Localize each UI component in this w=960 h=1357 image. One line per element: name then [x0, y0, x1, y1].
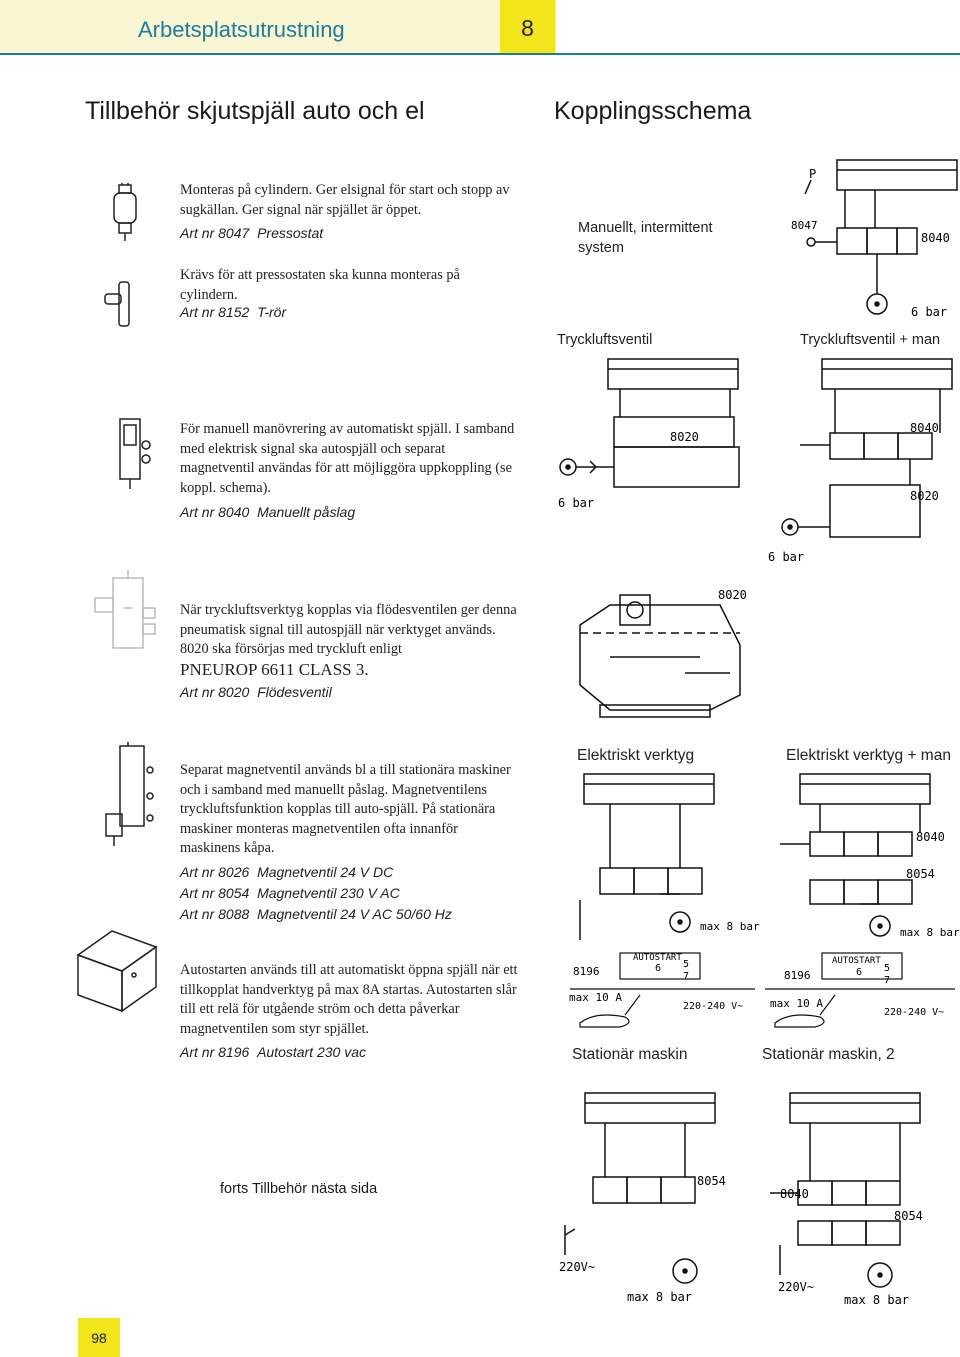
section-title: Arbetsplatsutrustning	[138, 17, 345, 42]
d7-autostart-label: AUTOSTART	[633, 953, 682, 963]
manual-switch-description: För manuell manövrering av automatiskt s…	[180, 421, 515, 496]
flow-valve-description: När tryckluftsverktyg kopplas via flödes…	[180, 602, 517, 679]
page-number: 98	[91, 1330, 107, 1346]
label-tryckluftsventil: Tryckluftsventil	[557, 332, 653, 348]
d3-8020-label: 8020	[910, 489, 939, 503]
diagram-elektriskt-verktyg-man: 8040 8054 max 8 bar	[780, 773, 960, 939]
chapter-number-box	[500, 0, 555, 53]
label-stationar-maskin-2: Stationär maskin, 2	[762, 1046, 895, 1063]
t-pipe-article: Art nr 8152 T-rör	[180, 304, 287, 320]
diagram-stationar-maskin: 8054 220V~ max 8 bar	[559, 1092, 726, 1304]
d8-autostart-label: AUTOSTART	[832, 956, 881, 966]
d6-8054-label: 8054	[906, 867, 935, 881]
d4-8020-label: 8020	[718, 588, 747, 602]
d9-8054-label: 8054	[697, 1174, 726, 1188]
d10-220v-label: 220V~	[778, 1280, 814, 1294]
diagram-autostart-left: AUTOSTART 8196 5 6 7 max 10 A 220-240 V~	[569, 952, 755, 1028]
continued-note: forts Tillbehör nästa sida	[220, 1181, 378, 1197]
d7-7-label: 7	[683, 971, 689, 982]
flow-valve-illustration	[94, 570, 156, 649]
t-pipe-description: Krävs för att pressostaten ska kunna mon…	[180, 267, 460, 303]
manual-switch-illustration	[119, 418, 151, 489]
d9-maxbar-label: max 8 bar	[627, 1290, 692, 1304]
autostart-article: Art nr 8196 Autostart 230 vac	[180, 1044, 367, 1060]
d1-p-label: P	[809, 167, 816, 181]
pressostat-illustration	[113, 183, 137, 241]
d7-6-label: 6	[655, 963, 661, 974]
flow-valve-article: Art nr 8020 Flödesventil	[180, 684, 332, 700]
d7-voltage-label: 220-240 V~	[683, 1001, 743, 1012]
solenoid-article-8088: Art nr 8088 Magnetventil 24 V AC 50/60 H…	[180, 906, 452, 922]
solenoid-articles: Art nr 8026 Magnetventil 24 V DC Art nr …	[180, 862, 452, 925]
d6-8040-label: 8040	[916, 830, 945, 844]
d8-voltage-label: 220-240 V~	[884, 1007, 944, 1018]
diagram-8020-drawing: 8020	[579, 588, 747, 718]
label-elektriskt-verktyg-man: Elektriskt verktyg + man	[786, 747, 951, 764]
d1-8047-label: 8047	[791, 219, 818, 232]
d1-8040-label: 8040	[921, 231, 950, 245]
diagram-stationar-maskin-2: 8040 8054 220V~ max 8 bar	[770, 1092, 923, 1307]
solenoid-article-8054: Art nr 8054 Magnetventil 230 V AC	[180, 885, 400, 901]
d1-6bar-label: 6 bar	[911, 305, 947, 319]
diagram-tryckluftsventil-man: 8040 8020 6 bar	[768, 358, 953, 564]
d7-5-label: 5	[683, 959, 689, 970]
d6-maxbar-label: max 8 bar	[900, 926, 960, 939]
d8-5-label: 5	[884, 963, 890, 974]
d8-7-label: 7	[884, 975, 890, 986]
d2-8020-label: 8020	[670, 430, 699, 444]
d10-maxbar-label: max 8 bar	[844, 1293, 909, 1307]
header-rule	[0, 53, 960, 55]
pressostat-description: Monteras på cylindern. Ger elsignal för …	[180, 182, 510, 218]
solenoid-description: Separat magnetventil används bl a till s…	[180, 762, 511, 856]
d5-maxbar-label: max 8 bar	[700, 920, 760, 933]
t-pipe-illustration	[104, 281, 130, 327]
diagram-elektriskt-verktyg: max 8 bar	[579, 773, 760, 940]
d3-8040-label: 8040	[910, 421, 939, 435]
header-band	[0, 0, 500, 53]
diagram-autostart-right: AUTOSTART 8196 5 6 7 max 10 A 220-240 V~	[765, 952, 955, 1028]
d10-8040-label: 8040	[780, 1187, 809, 1201]
solenoid-valve-illustration	[105, 742, 154, 846]
chapter-number: 8	[521, 15, 534, 41]
label-tryckluftsventil-man: Tryckluftsventil + man	[800, 332, 941, 348]
d3-6bar-label: 6 bar	[768, 550, 804, 564]
left-heading: Tillbehör skjutspjäll auto och el	[85, 97, 425, 125]
label-stationar-maskin: Stationär maskin	[572, 1046, 688, 1063]
label-manual-intermittent: Manuellt, intermittent system	[578, 220, 713, 256]
manual-switch-article: Art nr 8040 Manuellt påslag	[180, 504, 356, 520]
label-elektriskt-verktyg: Elektriskt verktyg	[577, 747, 695, 764]
solenoid-article-8026: Art nr 8026 Magnetventil 24 V DC	[180, 864, 394, 880]
d7-8196-label: 8196	[573, 965, 600, 978]
autostart-box-illustration	[76, 930, 158, 1013]
autostart-description: Autostarten används till att automatiskt…	[180, 962, 518, 1037]
d8-max10a-label: max 10 A	[770, 997, 823, 1010]
d7-max10a-label: max 10 A	[569, 991, 622, 1004]
d9-220v-label: 220V~	[559, 1260, 595, 1274]
diagram-tryckluftsventil: 8020 6 bar	[558, 358, 740, 510]
d8-8196-label: 8196	[784, 969, 811, 982]
page-number-box	[78, 1318, 120, 1357]
diagram-manual-intermittent: P 8047 8040 6 bar	[791, 159, 958, 319]
d2-6bar-label: 6 bar	[558, 496, 594, 510]
d10-8054-label: 8054	[894, 1209, 923, 1223]
d8-6-label: 6	[856, 967, 862, 978]
pressostat-article: Art nr 8047 Pressostat	[180, 225, 324, 241]
right-heading: Kopplingsschema	[554, 97, 752, 125]
